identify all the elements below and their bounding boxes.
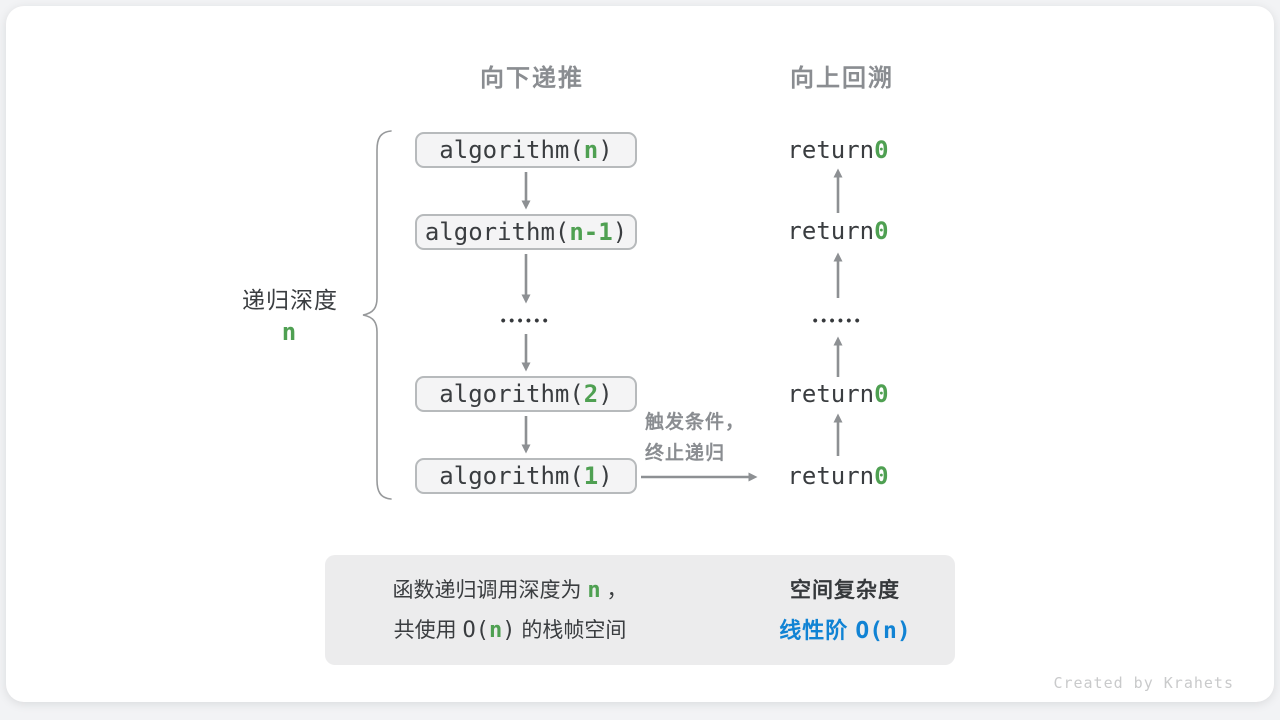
call-label: algorithm(2) bbox=[439, 380, 613, 408]
header-upward-backtrack: 向上回溯 bbox=[790, 65, 894, 92]
result-title: 空间复杂度 bbox=[790, 579, 900, 602]
call-box-2: algorithm(2) bbox=[415, 376, 637, 412]
call-box-n: algorithm(n) bbox=[415, 132, 637, 168]
result-value: 线性阶 O(n) bbox=[779, 618, 911, 644]
return-row-1: return 0 bbox=[787, 136, 889, 164]
summary-line1: 函数递归调用深度为 n ， bbox=[392, 578, 628, 603]
recursion-depth-label: 递归深度 bbox=[242, 287, 338, 313]
return-row-4: return 0 bbox=[787, 462, 889, 490]
call-box-1: algorithm(1) bbox=[415, 458, 637, 494]
trigger-note-line1: 触发条件， bbox=[645, 412, 746, 433]
summary-line2: 共使用 O(n) 的栈帧空间 bbox=[393, 618, 627, 643]
ellipsis-right: •••••• bbox=[812, 312, 864, 328]
call-box-n-1: algorithm(n-1) bbox=[415, 214, 637, 250]
recursion-depth-value: n bbox=[281, 318, 297, 346]
header-downward-recursion: 向下递推 bbox=[480, 65, 584, 92]
summary-panel bbox=[325, 555, 955, 665]
summary-text: 函数递归调用深度为 n ， 共使用 O(n) 的栈帧空间 bbox=[340, 571, 680, 651]
watermark-credit: Created by Krahets bbox=[1053, 674, 1234, 692]
return-row-3: return 0 bbox=[787, 380, 889, 408]
summary-result: 空间复杂度 线性阶 O(n) bbox=[750, 571, 940, 651]
call-label: algorithm(n-1) bbox=[424, 218, 628, 246]
call-label: algorithm(n) bbox=[439, 136, 613, 164]
ellipsis-left: •••••• bbox=[500, 312, 552, 328]
return-row-2: return 0 bbox=[787, 217, 889, 245]
trigger-note-line2: 终止递归 bbox=[645, 443, 726, 464]
call-label: algorithm(1) bbox=[439, 462, 613, 490]
